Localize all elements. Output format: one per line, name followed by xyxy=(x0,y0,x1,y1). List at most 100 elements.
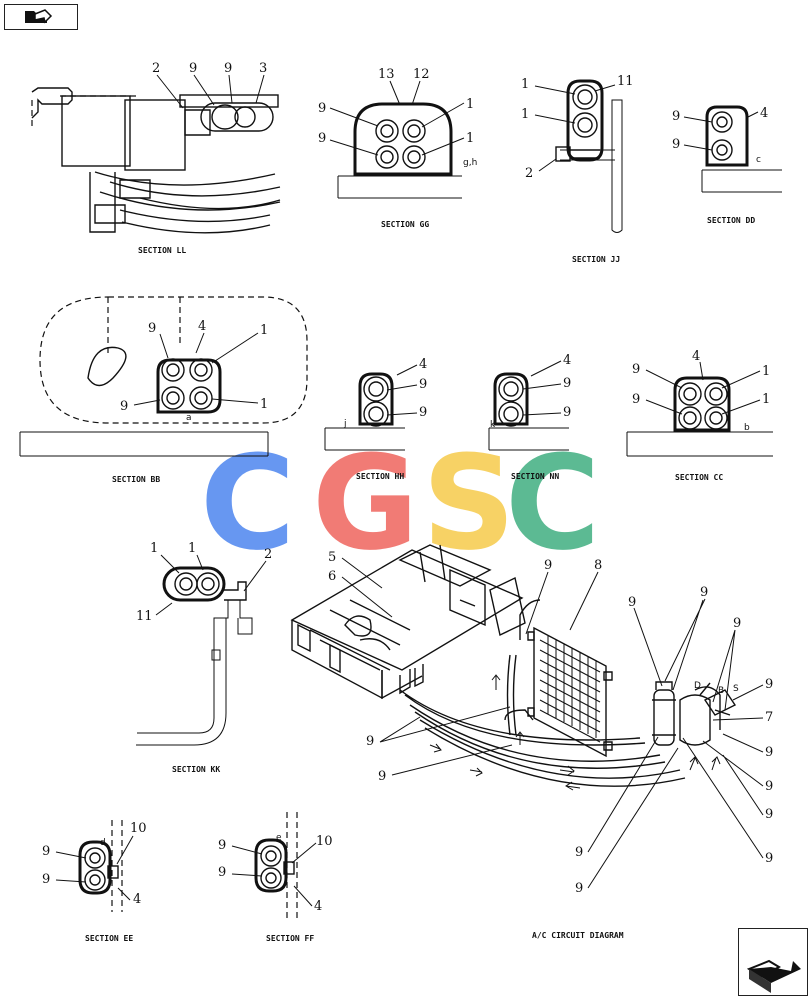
label-gg-5: 1 xyxy=(466,97,474,112)
label-circuit-1: 5 xyxy=(328,550,336,565)
label-ee-2: 9 xyxy=(42,844,50,859)
caption-ac-circuit: A/C CIRCUIT DIAGRAM xyxy=(532,931,624,940)
label-ee-1: 10 xyxy=(130,821,147,836)
letter-bb: a xyxy=(186,413,192,423)
label-circuit-10: 9 xyxy=(765,745,773,760)
label-cc-5: 1 xyxy=(762,392,770,407)
label-ff-3: 9 xyxy=(218,865,226,880)
label-circuit-8: 9 xyxy=(765,677,773,692)
letter-gg: g,h xyxy=(463,158,477,168)
label-dd-1: 9 xyxy=(672,109,680,124)
label-circuit-4: 8 xyxy=(594,558,602,573)
label-circuit-7: 9 xyxy=(733,616,741,631)
label-circuit-13: 9 xyxy=(765,851,773,866)
section-gg: 13 12 9 9 1 1 g,h SECTION GG xyxy=(318,67,477,229)
section-hh: 4 9 9 j SECTION HH xyxy=(324,357,427,481)
label-jj-1: 1 xyxy=(521,77,529,92)
label-dd-3: 9 xyxy=(672,137,680,152)
caption-section-jj: SECTION JJ xyxy=(572,255,620,264)
letter-nn: k xyxy=(490,420,496,430)
label-circuit-3: 9 xyxy=(544,558,552,573)
label-circuit-9: 7 xyxy=(765,710,773,725)
label-circuit-15: 9 xyxy=(378,769,386,784)
label-circuit-5: 9 xyxy=(628,595,636,610)
section-nn: 4 9 9 k SECTION NN xyxy=(488,353,571,481)
caption-section-cc: SECTION CC xyxy=(675,473,723,482)
caption-section-ll: SECTION LL xyxy=(138,246,186,255)
letter-circuit-d: D xyxy=(694,681,701,691)
label-ll-1: 2 xyxy=(152,61,160,76)
label-nn-3: 9 xyxy=(563,405,571,420)
label-gg-1: 13 xyxy=(378,67,395,82)
label-cc-1: 4 xyxy=(692,349,700,364)
label-kk-3: 2 xyxy=(264,547,272,562)
label-kk-4: 11 xyxy=(136,609,153,624)
letter-circuit-b: B xyxy=(718,686,724,696)
letter-ee: d xyxy=(100,838,106,848)
letter-ff: e xyxy=(276,833,282,843)
section-jj: 1 11 1 2 SECTION JJ xyxy=(521,74,634,264)
caption-section-nn: SECTION NN xyxy=(511,472,559,481)
label-circuit-6: 9 xyxy=(700,585,708,600)
caption-section-hh: SECTION HH xyxy=(356,472,404,481)
label-circuit-17: 9 xyxy=(575,881,583,896)
section-cc: 4 9 1 9 1 b SECTION CC xyxy=(626,349,773,482)
folder-arrow-icon xyxy=(25,9,53,24)
caption-section-dd: SECTION DD xyxy=(707,216,755,225)
label-hh-3: 9 xyxy=(419,405,427,420)
watermark-letter-c1: C xyxy=(200,427,295,579)
label-ff-1: 10 xyxy=(316,834,333,849)
label-jj-4: 2 xyxy=(525,166,533,181)
caption-section-ee: SECTION EE xyxy=(85,934,133,943)
caption-section-kk: SECTION KK xyxy=(172,765,220,774)
label-ee-4: 4 xyxy=(133,892,141,907)
label-bb-3: 1 xyxy=(260,323,268,338)
label-ff-2: 9 xyxy=(218,838,226,853)
section-kk: 1 1 2 11 SECTION KK xyxy=(136,541,272,774)
label-bb-5: 1 xyxy=(260,397,268,412)
label-hh-2: 9 xyxy=(419,377,427,392)
label-cc-3: 1 xyxy=(762,364,770,379)
letter-circuit-s: S xyxy=(733,684,739,694)
previous-page-button[interactable] xyxy=(4,4,78,30)
next-page-button[interactable] xyxy=(738,928,808,996)
label-circuit-11: 9 xyxy=(765,779,773,794)
watermark-letter-c2: C xyxy=(505,427,600,579)
section-ll: 2 9 9 3 SECTION LL xyxy=(31,61,281,255)
watermark-letter-s: S xyxy=(422,427,516,579)
label-ll-4: 3 xyxy=(259,61,267,76)
label-ll-2: 9 xyxy=(189,61,197,76)
label-gg-2: 12 xyxy=(413,67,430,82)
next-page-arrow-icon xyxy=(746,959,801,993)
label-nn-2: 9 xyxy=(563,376,571,391)
cgsc-watermark: C G S C xyxy=(200,427,600,579)
label-bb-1: 9 xyxy=(148,321,156,336)
letter-cc: b xyxy=(744,423,750,433)
label-cc-4: 9 xyxy=(632,392,640,407)
label-circuit-12: 9 xyxy=(765,807,773,822)
caption-section-ff: SECTION FF xyxy=(266,934,314,943)
label-gg-4: 9 xyxy=(318,131,326,146)
label-gg-6: 1 xyxy=(466,131,474,146)
label-bb-2: 4 xyxy=(198,319,206,334)
caption-section-gg: SECTION GG xyxy=(381,220,429,229)
section-ff: 10 9 9 4 e SECTION FF xyxy=(218,812,333,943)
watermark-letter-g: G xyxy=(312,427,419,579)
label-ll-3: 9 xyxy=(224,61,232,76)
label-bb-4: 9 xyxy=(120,399,128,414)
label-jj-2: 11 xyxy=(617,74,634,89)
label-circuit-2: 6 xyxy=(328,569,336,584)
ac-circuit-diagram: 5 6 9 8 9 9 9 9 7 9 9 9 9 9 9 9 9 D B S … xyxy=(290,544,773,940)
label-cc-2: 9 xyxy=(632,362,640,377)
label-circuit-16: 9 xyxy=(575,845,583,860)
section-ee: 10 9 9 4 d SECTION EE xyxy=(42,820,147,943)
label-circuit-14: 9 xyxy=(366,734,374,749)
section-bb: 9 4 1 9 1 a SECTION BB xyxy=(19,296,308,484)
label-hh-1: 4 xyxy=(419,357,427,372)
label-kk-1: 1 xyxy=(150,541,158,556)
letter-dd: c xyxy=(756,155,761,165)
letter-hh: j xyxy=(343,419,347,429)
label-kk-2: 1 xyxy=(188,541,196,556)
label-jj-3: 1 xyxy=(521,107,529,122)
